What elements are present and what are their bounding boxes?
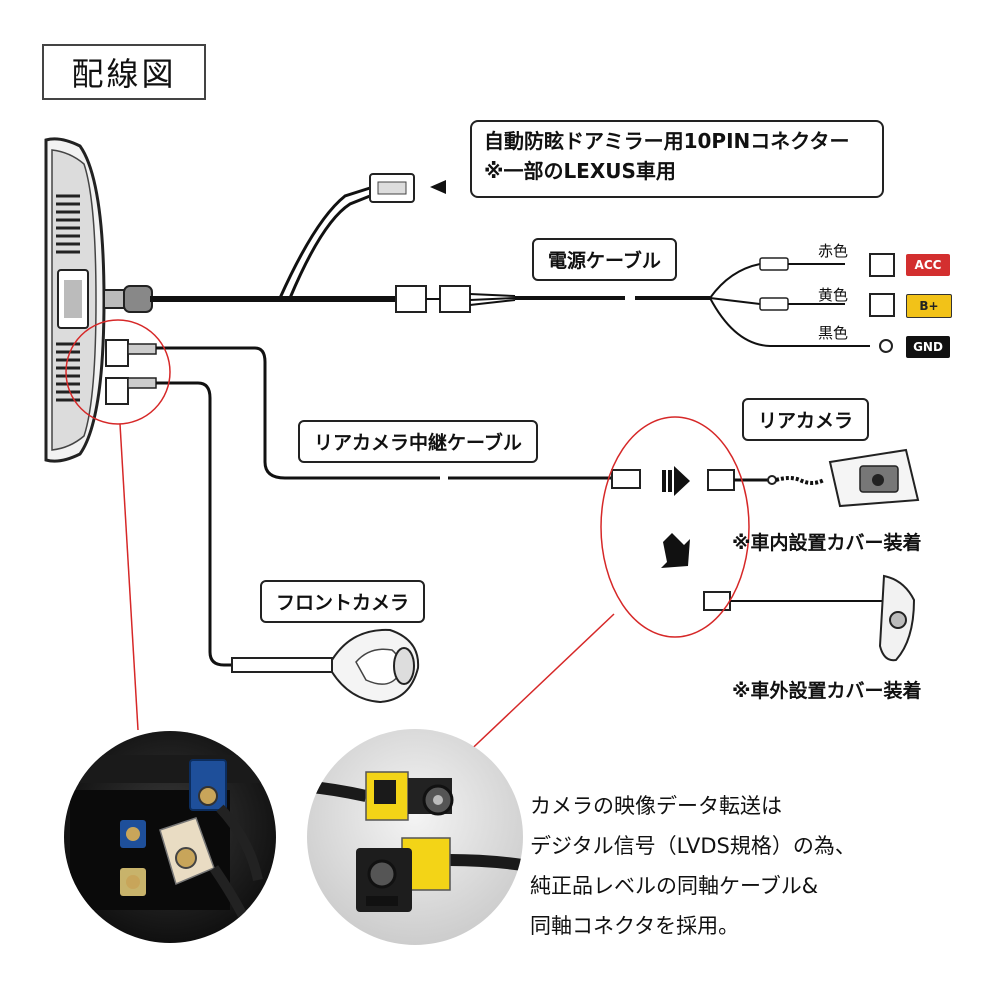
- rear-camera-label: リアカメラ: [742, 398, 870, 441]
- rear-camera-outside: [703, 574, 916, 662]
- mirror-connector-callout: 自動防眩ドアミラー用10PINコネクター ※一部のLEXUS車用: [470, 120, 884, 198]
- front-camera: [231, 628, 420, 704]
- camera-input-harness: [105, 339, 641, 667]
- mirror-monitor: [44, 137, 106, 463]
- highlight-callouts: [65, 319, 750, 761]
- wire-color-red: 赤色: [818, 242, 849, 260]
- description-line: カメラの映像データ転送は: [530, 794, 782, 818]
- power-cable-label: 電源ケーブル: [532, 238, 677, 281]
- main-harness: [103, 173, 895, 353]
- front-camera-label: フロントカメラ: [260, 580, 426, 623]
- description-line: 純正品レベルの同軸ケーブル&: [530, 874, 819, 898]
- connector-closeup-right: [307, 729, 523, 945]
- terminal-tag-acc: ACC: [906, 254, 950, 276]
- connector-closeup-left: [64, 731, 276, 943]
- direction-arrows: [661, 466, 690, 568]
- rear-relay-cable-label: リアカメラ中継ケーブル: [298, 420, 538, 463]
- page-title: 配線図: [42, 44, 206, 100]
- signal-description: カメラの映像データ転送は デジタル信号（LVDS規格）の為、 純正品レベルの同軸…: [530, 786, 970, 946]
- mirror-connector-note: ※一部のLEXUS車用: [484, 159, 676, 183]
- rear-camera-outside-note: ※車外設置カバー装着: [732, 680, 922, 702]
- rear-camera-inside: [707, 448, 920, 508]
- terminal-tag-bplus: B+: [906, 294, 952, 318]
- terminal-tag-gnd: GND: [906, 336, 950, 358]
- mirror-connector-label: 自動防眩ドアミラー用10PINコネクター: [484, 129, 850, 153]
- wire-color-black: 黒色: [818, 324, 849, 342]
- wire-color-yellow: 黄色: [818, 286, 849, 304]
- description-line: デジタル信号（LVDS規格）の為、: [530, 834, 856, 858]
- description-line: 同軸コネクタを採用。: [530, 914, 740, 938]
- rear-camera-inside-note: ※車内設置カバー装着: [732, 532, 922, 554]
